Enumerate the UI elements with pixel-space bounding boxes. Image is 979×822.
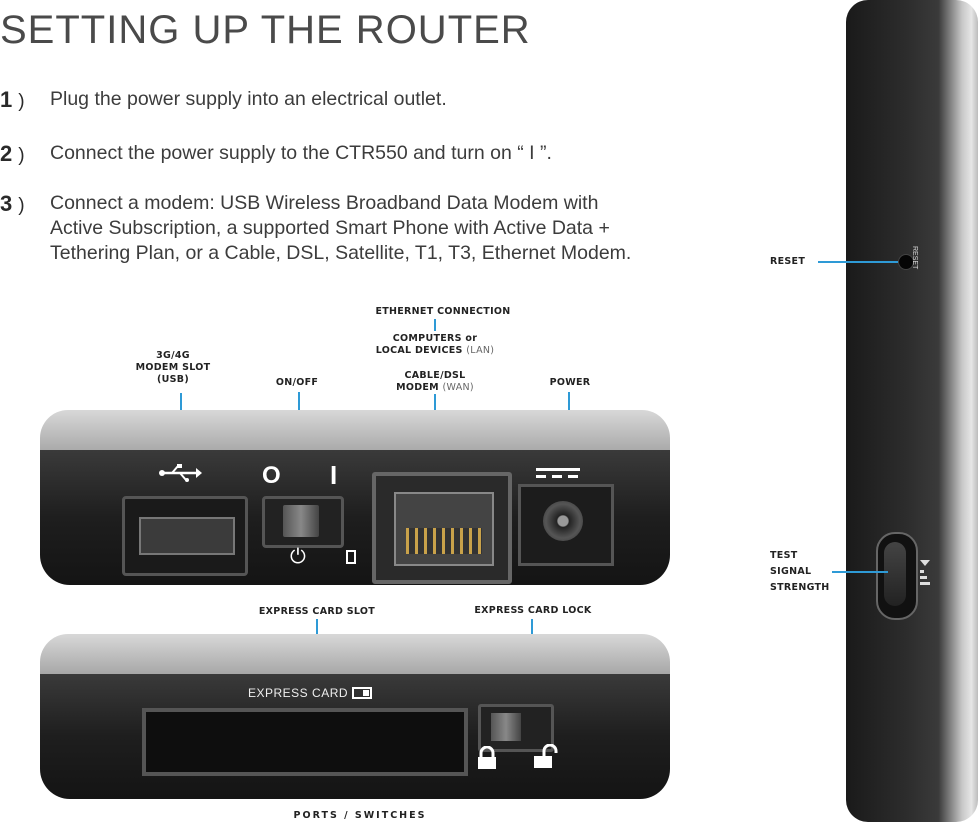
power-label: POWER	[549, 377, 591, 388]
reset-label: RESET	[770, 256, 806, 267]
power-port[interactable]	[518, 484, 614, 566]
step-number: 3)	[0, 191, 25, 216]
signal-test-button[interactable]	[876, 532, 918, 620]
step-number: 1)	[0, 87, 25, 112]
switch-on-mark: I	[330, 460, 338, 490]
reset-small-text: RESET	[911, 246, 918, 270]
ethernet-port[interactable]	[372, 472, 512, 584]
dc-power-icon	[536, 468, 580, 480]
express-card-lock-label: EXPRESS CARD LOCK	[474, 605, 592, 616]
power-icon: ⏻	[290, 546, 306, 568]
leader-line	[818, 261, 898, 263]
step-text-line: Connect a modem: USB Wireless Broadband …	[50, 192, 599, 214]
ethernet-connection-label: ETHERNET CONNECTION	[375, 306, 511, 317]
card-icon	[352, 687, 372, 699]
lock-icon	[476, 745, 498, 770]
page-title: SETTING UP THE ROUTER	[0, 8, 531, 52]
ports-switches-caption: PORTS / SWITCHES	[293, 810, 427, 821]
signal-strength-icon	[920, 560, 932, 588]
power-switch[interactable]	[262, 496, 344, 548]
router-side-view: RESET	[846, 0, 978, 822]
test-signal-strength-label: TEST SIGNAL STRENGTH	[770, 550, 830, 593]
express-card-slot[interactable]	[142, 708, 468, 776]
on-off-label: ON/OFF	[275, 377, 319, 388]
step-number: 2)	[0, 141, 25, 166]
express-card-slot-label: EXPRESS CARD SLOT	[258, 606, 376, 617]
usb-port[interactable]	[122, 496, 248, 576]
express-card-lock-switch[interactable]	[478, 704, 554, 752]
step-3: 3) Connect a modem: USB Wireless Broadba…	[0, 192, 780, 272]
leader-line	[434, 319, 436, 331]
step-text-line: Active Subscription, a supported Smart P…	[50, 217, 610, 239]
switch-off-mark: O	[262, 462, 281, 489]
router-front-view: O I ⏻	[40, 410, 670, 585]
usb-icon	[158, 464, 202, 482]
router-express-view: EXPRESS CARD	[40, 634, 670, 799]
step-text-line: Tethering Plan, or a Cable, DSL, Satelli…	[50, 242, 632, 264]
step-text: Connect the power supply to the CTR550 a…	[50, 142, 552, 164]
computers-label: COMPUTERS or LOCAL DEVICES (LAN)	[375, 333, 495, 356]
reset-button[interactable]	[898, 254, 914, 270]
unlock-icon	[530, 743, 558, 770]
step-text: Plug the power supply into an electrical…	[50, 88, 447, 110]
computer-icon	[346, 550, 356, 564]
cable-modem-label: CABLE/DSL MODEM (WAN)	[396, 370, 474, 393]
leader-line	[832, 571, 888, 573]
modem-slot-label: 3G/4G MODEM SLOT (USB)	[135, 350, 211, 385]
express-card-text: EXPRESS CARD	[248, 686, 349, 700]
